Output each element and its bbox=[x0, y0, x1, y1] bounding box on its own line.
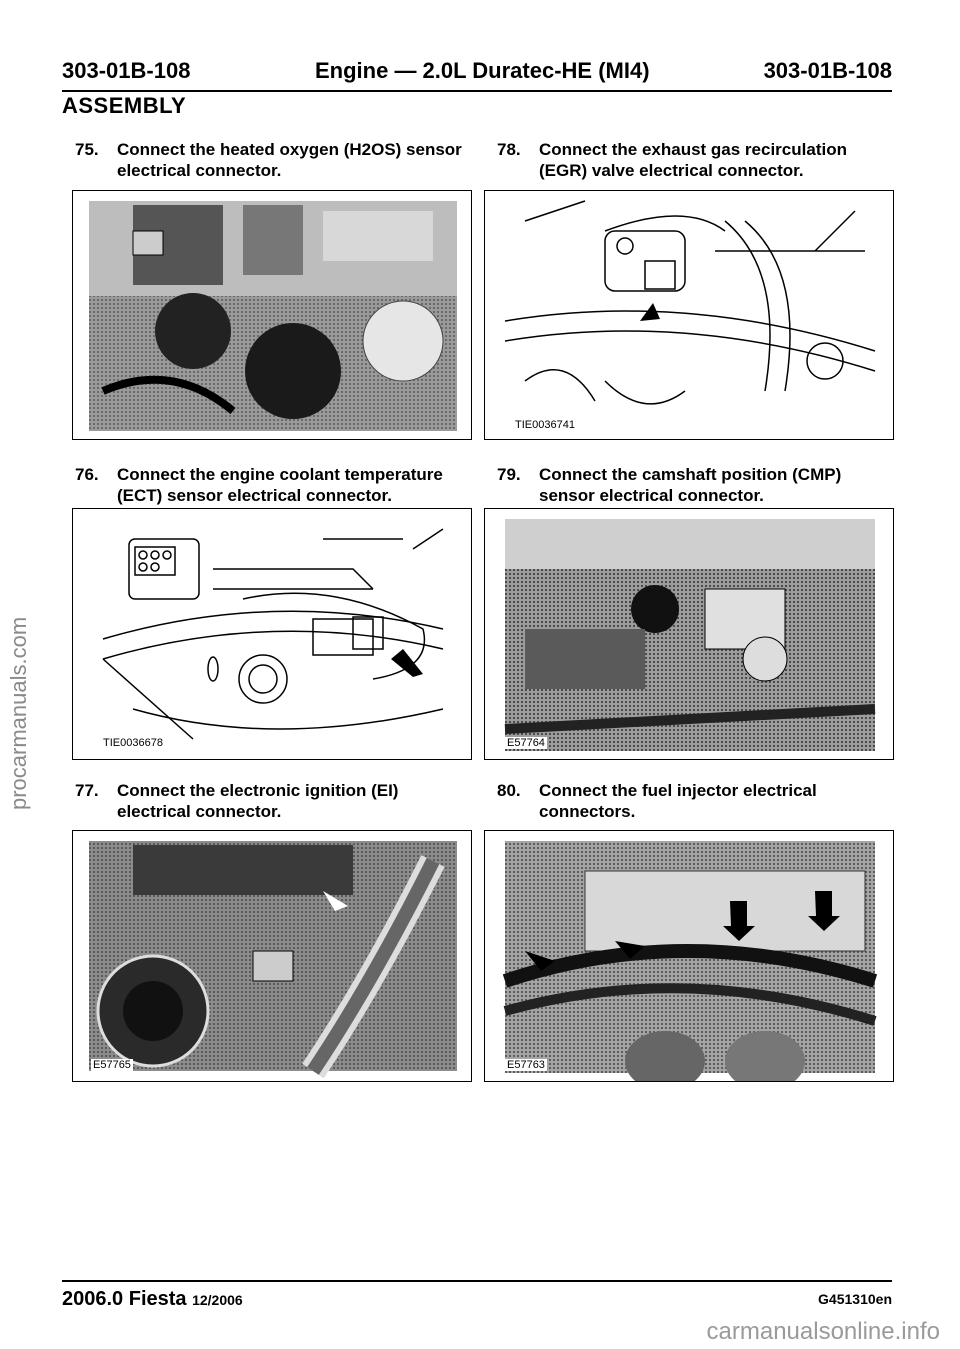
engine-photo-illustration bbox=[504, 519, 876, 751]
figure-code: TIE0036741 bbox=[513, 419, 577, 431]
step-text: Connect the fuel injector electrical con… bbox=[539, 781, 817, 821]
figure-fuel-injector-connectors: E57763 bbox=[484, 830, 894, 1082]
figure-code: TIE0036678 bbox=[101, 737, 165, 749]
figure-ect-connector: TIE0036678 bbox=[72, 508, 472, 760]
footer-date: 12/2006 bbox=[192, 1292, 243, 1308]
figure-ei-connector: E57765 bbox=[72, 830, 472, 1082]
bottom-watermark: carmanualsonline.info bbox=[706, 1318, 940, 1345]
step-number: 76. bbox=[75, 465, 99, 484]
page-footer: 2006.0 Fiesta 12/2006 G451310en bbox=[62, 1280, 892, 1310]
figure-code: E57765 bbox=[91, 1059, 133, 1071]
line-drawing-illustration bbox=[102, 528, 444, 740]
step-text: Connect the engine coolant temperature (… bbox=[117, 465, 443, 505]
step-78: 78. Connect the exhaust gas recirculatio… bbox=[497, 139, 897, 183]
step-text: Connect the electronic ignition (EI) ele… bbox=[117, 781, 399, 821]
step-text: Connect the heated oxygen (H2OS) sensor … bbox=[117, 140, 462, 180]
section-title: ASSEMBLY bbox=[62, 93, 187, 118]
step-79: 79. Connect the camshaft position (CMP) … bbox=[497, 464, 897, 508]
step-76: 76. Connect the engine coolant temperatu… bbox=[75, 464, 475, 508]
step-80: 80. Connect the fuel injector electrical… bbox=[497, 780, 897, 824]
side-watermark-text: procarmanuals.com bbox=[6, 616, 31, 810]
step-text: Connect the camshaft position (CMP) sens… bbox=[539, 465, 842, 505]
figure-code: E57764 bbox=[505, 737, 547, 749]
step-75: 75. Connect the heated oxygen (H2OS) sen… bbox=[75, 139, 475, 183]
step-77: 77. Connect the electronic ignition (EI)… bbox=[75, 780, 475, 824]
figure-cmp-connector: E57764 bbox=[484, 508, 894, 760]
footer-rule bbox=[62, 1280, 892, 1282]
header-rule bbox=[62, 90, 892, 92]
step-number: 78. bbox=[497, 140, 521, 159]
figure-h2os-connector bbox=[72, 190, 472, 440]
footer-model-name: 2006.0 Fiesta bbox=[62, 1288, 187, 1310]
step-text: Connect the exhaust gas recirculation (E… bbox=[539, 140, 847, 180]
footer-doc-id: G451310en bbox=[818, 1291, 892, 1307]
header-title: Engine — 2.0L Duratec-HE (MI4) bbox=[315, 58, 650, 83]
step-number: 77. bbox=[75, 781, 99, 800]
step-number: 79. bbox=[497, 465, 521, 484]
page-header: 303-01B-108 Engine — 2.0L Duratec-HE (MI… bbox=[62, 58, 892, 94]
engine-photo-illustration bbox=[89, 841, 457, 1079]
figure-egr-connector: TIE0036741 bbox=[484, 190, 894, 440]
step-number: 75. bbox=[75, 140, 99, 159]
header-right-code: 303-01B-108 bbox=[763, 58, 892, 83]
figure-code: E57763 bbox=[505, 1059, 547, 1071]
step-number: 80. bbox=[497, 781, 521, 800]
engine-photo-illustration bbox=[89, 201, 457, 431]
footer-model: 2006.0 Fiesta 12/2006 bbox=[62, 1288, 243, 1311]
line-drawing-illustration bbox=[504, 200, 876, 405]
side-watermark: procarmanuals.com bbox=[6, 430, 36, 810]
engine-photo-illustration bbox=[502, 841, 878, 1081]
header-left-code: 303-01B-108 bbox=[62, 58, 191, 83]
